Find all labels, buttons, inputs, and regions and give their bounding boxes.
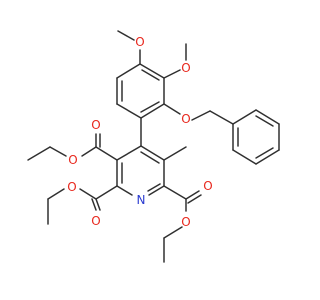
atom-o-ester-b-ether: O <box>67 180 76 194</box>
atom-o-methoxy-top: O <box>135 35 144 49</box>
methyl-group <box>163 146 187 161</box>
methoxy-mid <box>163 43 187 79</box>
chemical-structure: O O O N <box>27 30 280 263</box>
atom-o-ester-c-ether: O <box>181 215 190 229</box>
methoxy-top <box>117 30 141 65</box>
atom-o-methoxy-mid: O <box>181 61 190 75</box>
ester-b <box>47 185 118 225</box>
pyridine-ring <box>116 145 165 196</box>
aryl-ring <box>116 63 165 119</box>
atom-o-ester-c-carbonyl: O <box>203 179 212 193</box>
atom-o-ester-b-carbonyl: O <box>91 214 100 228</box>
atom-n-pyridine: N <box>137 193 146 207</box>
ester-c <box>163 185 202 263</box>
atom-o-ester-a-carbonyl: O <box>91 118 100 132</box>
atom-o-benzyloxy: O <box>181 112 190 126</box>
benzyl-ring <box>232 109 280 165</box>
benzyloxy-linker <box>163 103 234 125</box>
atom-o-ester-a-ether: O <box>68 153 77 167</box>
ester-a <box>27 133 118 161</box>
